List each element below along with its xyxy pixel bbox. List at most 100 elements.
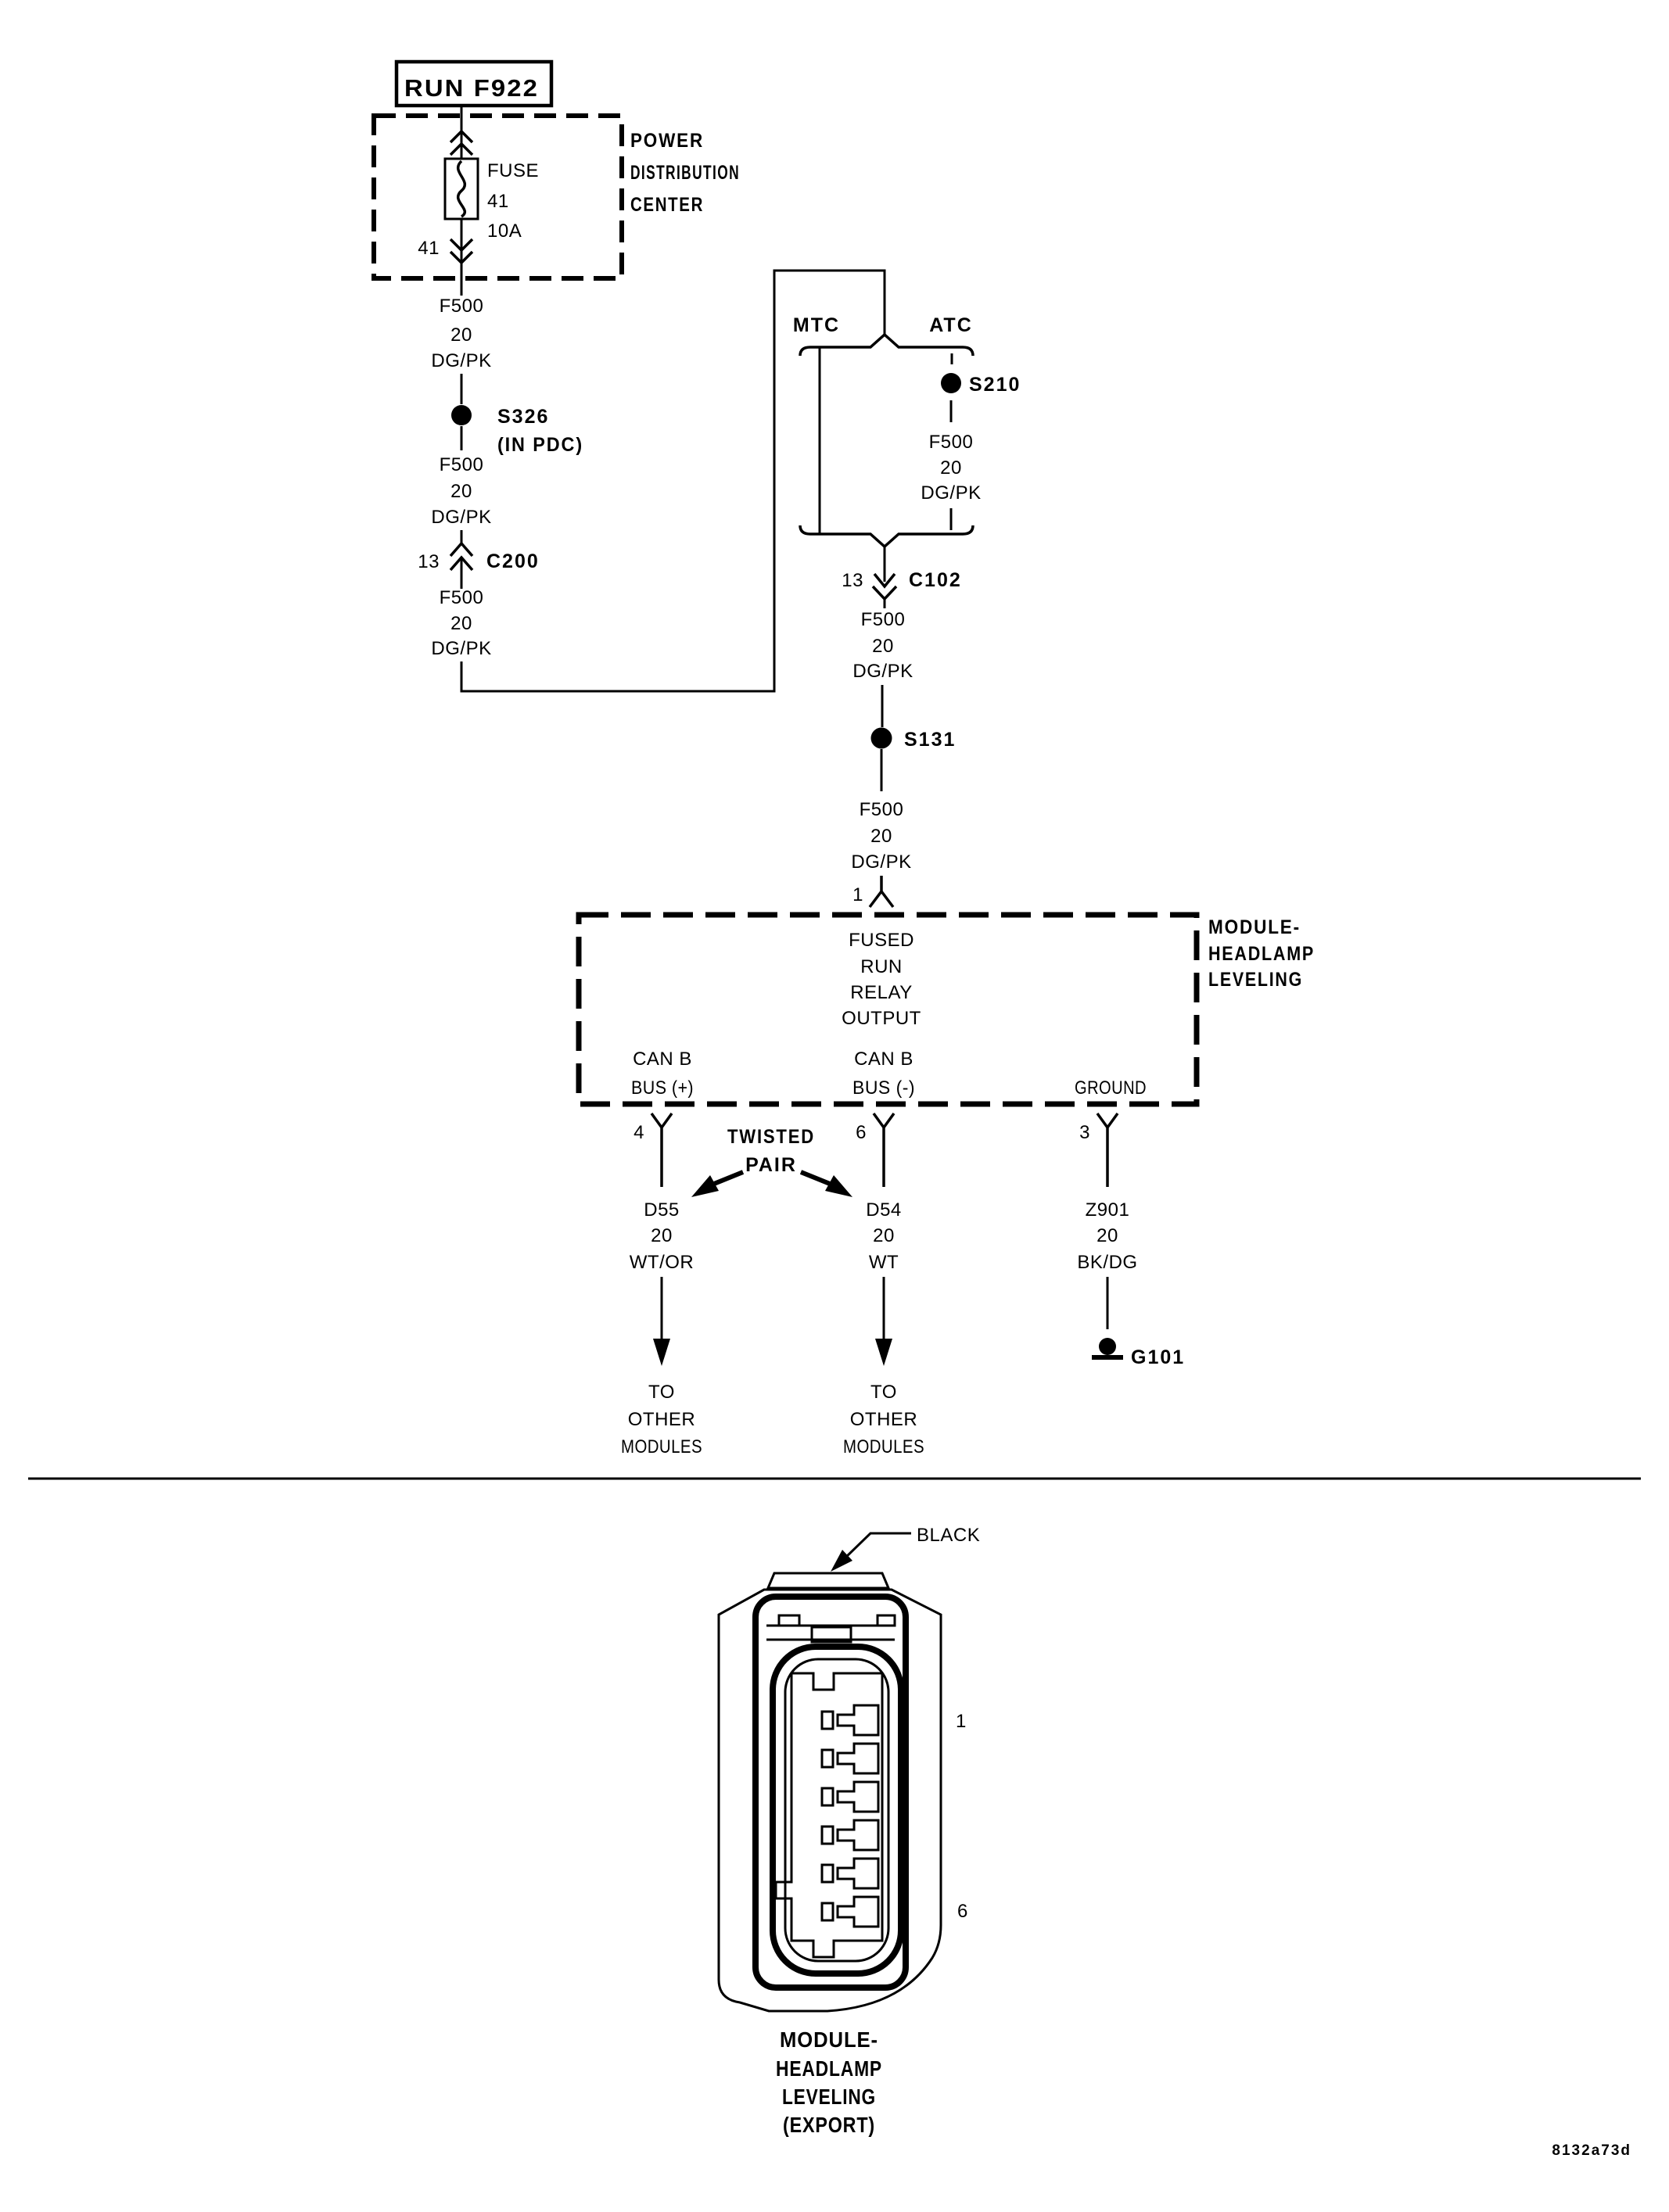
terminal-blade-icon bbox=[836, 1704, 880, 1737]
feed-label: RUN F922 bbox=[404, 74, 539, 102]
pdc-title-3: CENTER bbox=[630, 194, 704, 216]
terminal-contact-icon bbox=[820, 1825, 834, 1845]
wire-color: DG/PK bbox=[431, 350, 491, 371]
diagram-code: 8132a73d bbox=[1552, 2142, 1631, 2159]
fuse-name: FUSE bbox=[487, 160, 539, 181]
module-pin3-terminal-icon bbox=[1096, 1112, 1119, 1187]
fuse-rating: 10A bbox=[487, 220, 522, 242]
pin1-function-4: OUTPUT bbox=[842, 1008, 921, 1029]
splice-s326-label: S326 bbox=[497, 406, 549, 428]
connector-face-figure: BLACK 1 6 MODULE- bbox=[717, 1525, 980, 2137]
pdc-exit-pin: 41 bbox=[418, 238, 440, 259]
terminal-contact-icon bbox=[820, 1787, 834, 1807]
splice-s326-note: (IN PDC) bbox=[497, 434, 583, 456]
wire-color: DG/PK bbox=[431, 638, 491, 659]
wire-circuit: F500 bbox=[440, 454, 484, 475]
splice-s131-label: S131 bbox=[904, 729, 956, 751]
connector-shroud-inner bbox=[784, 1658, 890, 1963]
arrow-down-icon bbox=[875, 1339, 892, 1366]
splice-s210-label: S210 bbox=[969, 374, 1021, 396]
branch-merge-brace-icon bbox=[799, 525, 974, 549]
terminal-contact-icon bbox=[820, 1902, 834, 1922]
c102-s131-column: 13 C102 F500 20 DG/PK S131 F500 20 DG/PK… bbox=[842, 547, 960, 909]
arrow-down-icon bbox=[653, 1339, 670, 1366]
module-name-1: MODULE- bbox=[1208, 916, 1301, 938]
module-pin4-number: 4 bbox=[634, 1122, 644, 1143]
splice-s131-icon bbox=[870, 727, 892, 749]
connector-latch-block bbox=[876, 1614, 896, 1627]
wire-gauge: 20 bbox=[873, 1225, 895, 1246]
terminal-blade-icon bbox=[836, 1780, 880, 1813]
fuse-number: 41 bbox=[487, 191, 509, 212]
wire-color: BK/DG bbox=[1077, 1252, 1137, 1273]
module-pin6-number: 6 bbox=[856, 1122, 867, 1143]
module-pin6-terminal-icon bbox=[872, 1112, 896, 1187]
terminal-blade-icon bbox=[836, 1857, 880, 1890]
module-pin4-column: 4 D55 20 WT/OR TO OTHER MODULES bbox=[621, 1112, 702, 1457]
connector-caption-1: MODULE- bbox=[780, 2027, 878, 2052]
terminal-contact-icon bbox=[820, 1710, 834, 1730]
wire-gauge: 20 bbox=[1097, 1225, 1118, 1246]
wire-circuit: D54 bbox=[866, 1199, 902, 1221]
connector-terminals bbox=[820, 1704, 880, 1928]
connector-top-tab bbox=[766, 1572, 891, 1590]
wire-color: DG/PK bbox=[921, 482, 981, 504]
twisted-pair-arrow-left-shaft bbox=[709, 1170, 745, 1188]
wire-gauge: 20 bbox=[940, 457, 962, 479]
pin6-function-1: CAN B bbox=[854, 1049, 913, 1070]
feed-circuit-column: F500 20 DG/PK S326 (IN PDC) F500 20 DG/P… bbox=[418, 269, 886, 693]
pdc-exit-connector-icon bbox=[449, 238, 474, 265]
wire-gauge: 20 bbox=[450, 324, 472, 346]
connector-pin-first: 1 bbox=[956, 1711, 967, 1732]
wire-circuit: F500 bbox=[860, 799, 904, 820]
module-pin1-number: 1 bbox=[852, 884, 863, 905]
pdc-title-2: DISTRIBUTION bbox=[630, 162, 740, 184]
wire-circuit: F500 bbox=[440, 587, 484, 608]
wire-circuit: Z901 bbox=[1086, 1199, 1130, 1221]
connector-seal-ring bbox=[752, 1594, 909, 1991]
splice-s326-icon bbox=[451, 405, 472, 425]
headlamp-leveling-module: MODULE- HEADLAMP LEVELING FUSED RUN RELA… bbox=[576, 912, 1313, 1107]
twisted-pair-arrow-right-shaft bbox=[799, 1170, 835, 1188]
terminal-contact-icon bbox=[820, 1748, 834, 1769]
pin6-destination-2: OTHER bbox=[850, 1409, 918, 1430]
module-pin4-terminal-icon bbox=[650, 1112, 673, 1187]
twisted-pair-callout: TWISTED PAIR bbox=[691, 1126, 852, 1197]
pin1-function-3: RELAY bbox=[850, 982, 912, 1003]
pin6-function-2: BUS (-) bbox=[852, 1077, 915, 1099]
arrow-down-left-icon bbox=[691, 1175, 719, 1197]
pin4-function-1: CAN B bbox=[633, 1049, 692, 1070]
connector-outer-body bbox=[717, 1588, 942, 2013]
wire-color: DG/PK bbox=[852, 661, 913, 682]
connector-caption-3: LEVELING bbox=[782, 2085, 876, 2109]
module-pin3-column: 3 Z901 20 BK/DG G101 bbox=[1077, 1112, 1183, 1368]
terminal-blade-icon bbox=[836, 1819, 880, 1852]
wire-color: WT bbox=[869, 1252, 899, 1273]
terminal-contact-icon bbox=[820, 1863, 834, 1884]
wire-gauge: 20 bbox=[450, 481, 472, 502]
connector-latch-block bbox=[777, 1614, 801, 1627]
pin6-destination-3: MODULES bbox=[843, 1436, 924, 1457]
pdc-title-1: POWER bbox=[630, 130, 704, 152]
module-pin6-column: 6 D54 20 WT TO OTHER MODULES bbox=[843, 1112, 924, 1457]
wire-circuit: F500 bbox=[861, 609, 906, 630]
connector-keyed-cavity bbox=[774, 1672, 884, 1959]
pin1-function-2: RUN bbox=[860, 956, 903, 977]
wire-gauge: 20 bbox=[872, 636, 894, 657]
connector-c102-pin: 13 bbox=[842, 570, 863, 591]
wire-color: WT/OR bbox=[630, 1252, 694, 1273]
twisted-pair-label-2: PAIR bbox=[745, 1154, 797, 1176]
pin4-destination-2: OTHER bbox=[628, 1409, 696, 1430]
pin6-destination-1: TO bbox=[870, 1382, 897, 1403]
connector-caption-4: (EXPORT) bbox=[783, 2113, 875, 2137]
module-name-3: LEVELING bbox=[1208, 969, 1303, 991]
power-distribution-center: RUN F922 POWER DISTRIBUTION CENTER FUSE … bbox=[371, 59, 740, 296]
pdc-dashed-box bbox=[371, 113, 624, 281]
wire-gauge: 20 bbox=[651, 1225, 673, 1246]
pin4-function-2: BUS (+) bbox=[631, 1077, 694, 1099]
terminal-blade-icon bbox=[836, 1895, 880, 1928]
wire-circuit: F500 bbox=[440, 296, 484, 317]
wire-color: DG/PK bbox=[851, 851, 911, 873]
wire-color: DG/PK bbox=[431, 507, 491, 528]
